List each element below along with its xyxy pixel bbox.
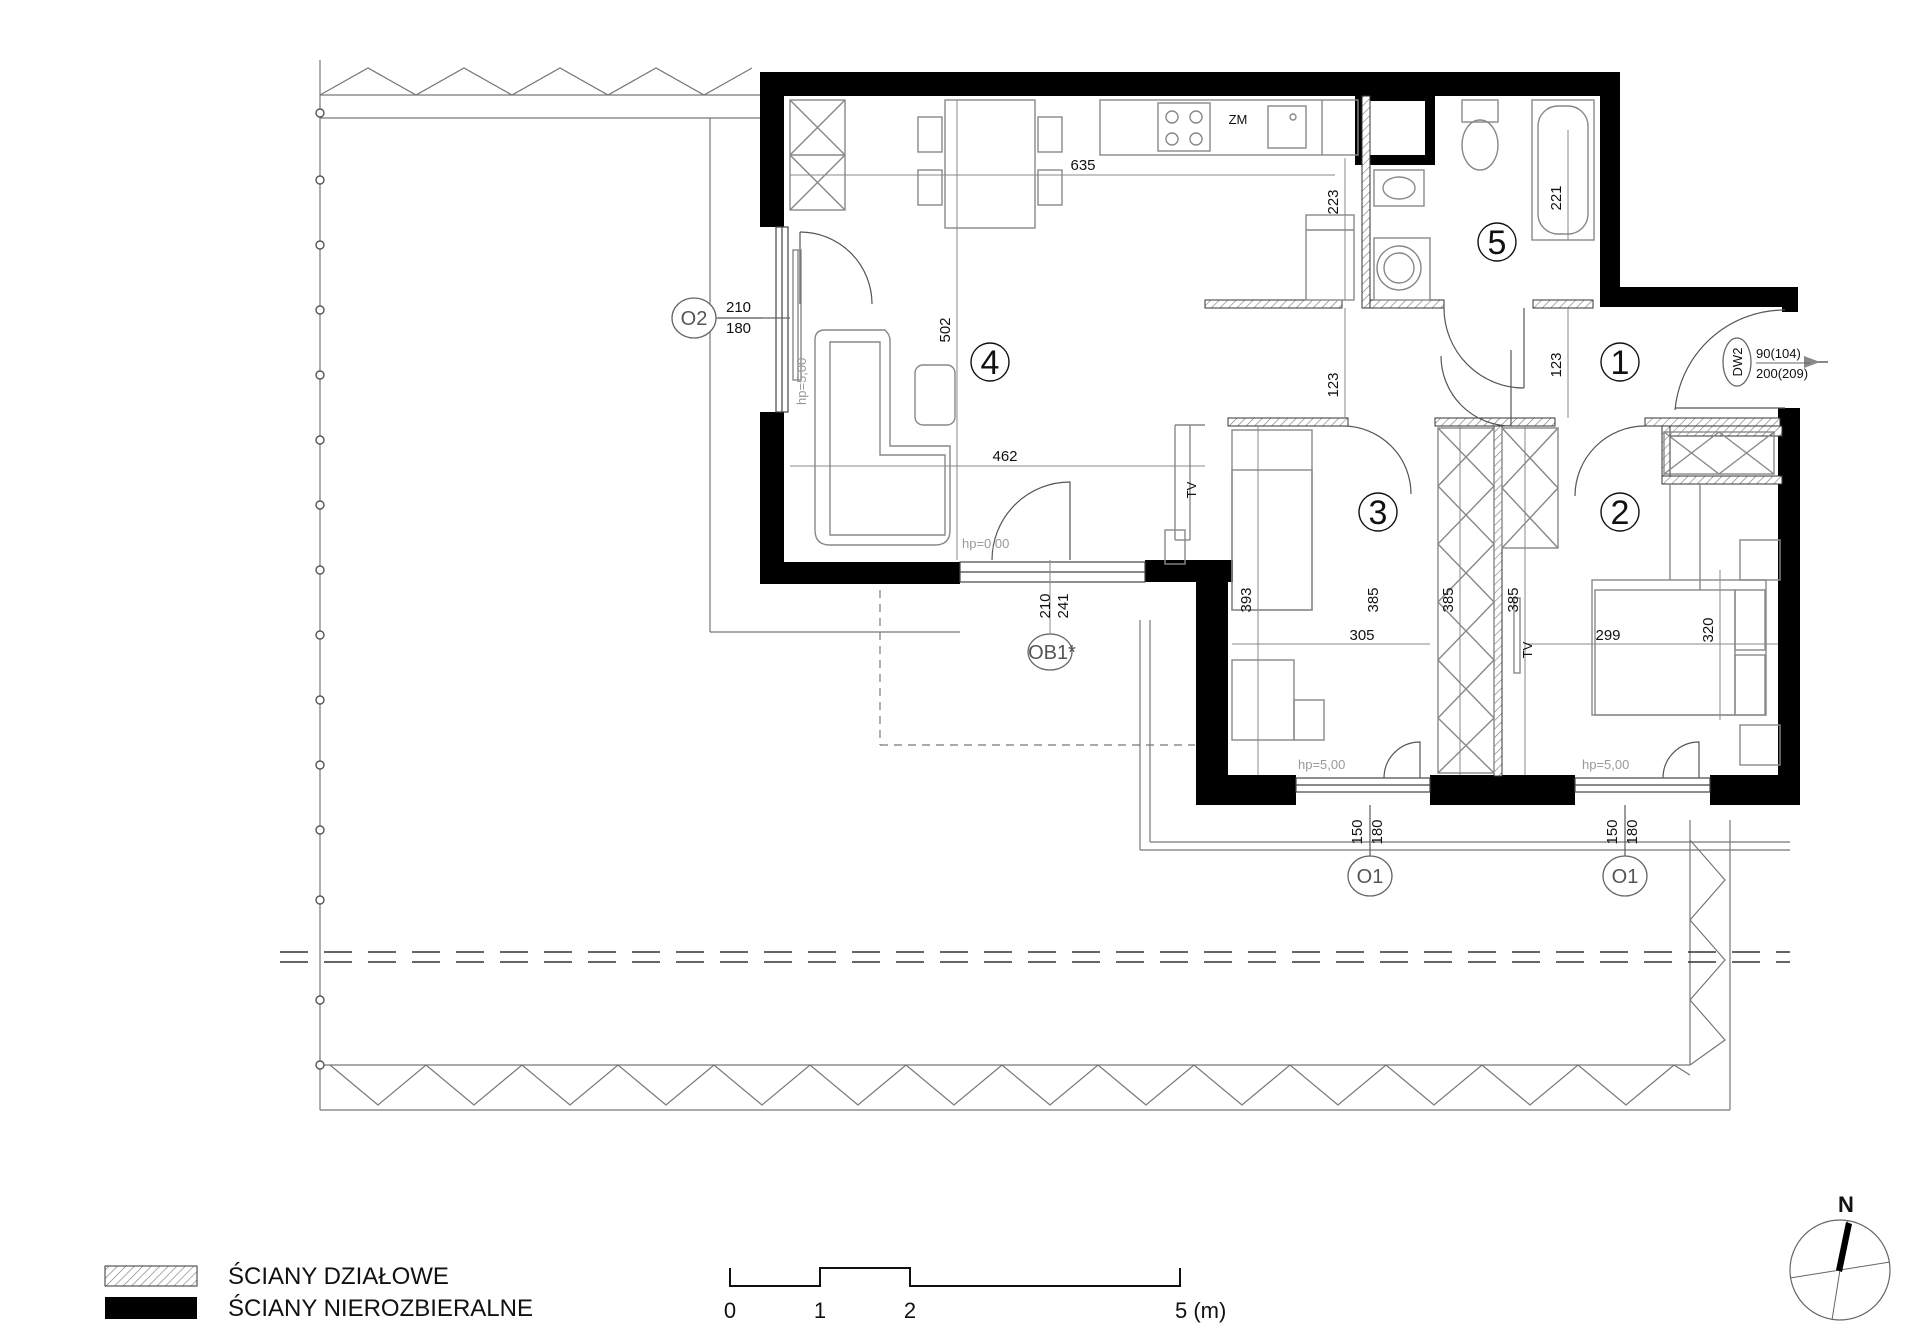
railing-posts: [315, 108, 325, 1070]
dim-bath-depth: 221: [1548, 185, 1565, 210]
room-number-5: 5: [1488, 224, 1507, 262]
wardrobe: [1437, 427, 1559, 774]
opening-dw2-top: 90(104): [1756, 346, 1801, 361]
dim-living-width-top: 635: [1070, 157, 1095, 174]
label-washing-machine-zm: ZM: [1229, 112, 1248, 127]
room-number-2: 2: [1611, 494, 1630, 532]
opening-o1-left-top: 150: [1349, 819, 1366, 844]
opening-o1-right-top: 150: [1604, 819, 1621, 844]
level-note-room3: hp=5,00: [1298, 757, 1345, 772]
level-note-window-left: hp=5,00: [794, 358, 809, 405]
dim-room3-width: 305: [1349, 627, 1374, 644]
opening-tag-o2: O2: [681, 308, 708, 330]
room2-furniture: [1591, 484, 1781, 766]
north-label: N: [1838, 1192, 1854, 1217]
opening-tag-o1-left: O1: [1357, 866, 1384, 888]
room-number-1: 1: [1611, 344, 1630, 382]
dim-closet-height: 385: [1440, 587, 1457, 612]
dim-room3-height-b: 385: [1365, 587, 1382, 612]
opening-tag-ob1: OB1*: [1028, 642, 1076, 664]
partition-walls: [1204, 95, 1783, 777]
bathroom-fixtures: [1373, 99, 1595, 301]
dim-living-height: 502: [937, 317, 954, 342]
legend-load-bearing-walls: ŚCIANY NIEROZBIERALNE: [228, 1294, 533, 1322]
room-number-4: 4: [981, 344, 1000, 382]
dim-room2-height: 385: [1505, 587, 1522, 612]
opening-tag-o1-right: O1: [1612, 866, 1639, 888]
scale-label-5m: 5 (m): [1175, 1298, 1226, 1323]
opening-ob1-bottom: 241: [1055, 593, 1072, 618]
dim-hall-left: 123: [1325, 372, 1342, 397]
opening-callouts: [671, 297, 1828, 897]
opening-dw2-bottom: 200(209): [1756, 366, 1808, 381]
legend-swatch-partition: [104, 1265, 198, 1287]
opening-o2-top: 210: [726, 299, 751, 316]
level-note-room2: hp=5,00: [1582, 757, 1629, 772]
dim-hall-right: 123: [1548, 352, 1565, 377]
dim-room3-height-a: 393: [1238, 587, 1255, 612]
room-circles: [970, 222, 1640, 532]
opening-ob1-top: 210: [1037, 593, 1054, 618]
dimension-lines: [790, 100, 1778, 775]
room3-furniture: [1231, 429, 1325, 741]
legend-swatch-load-bearing: [105, 1297, 197, 1319]
scale-bar: [729, 1267, 1181, 1287]
opening-tag-dw2: DW2: [1730, 348, 1745, 377]
entry-cabinet: [1663, 431, 1775, 475]
scale-label-2: 2: [904, 1298, 916, 1323]
dim-kitchen-depth: 223: [1325, 189, 1342, 214]
north-arrow-icon: [1789, 1219, 1891, 1321]
terrace-outline: [280, 60, 1790, 1111]
scale-label-1: 1: [814, 1298, 826, 1323]
label-tv-living: TV: [1184, 481, 1199, 498]
opening-o1-left-bottom: 180: [1369, 819, 1386, 844]
living-furniture: [792, 249, 1205, 565]
dim-living-width-bottom: 462: [992, 448, 1017, 465]
room-number-3: 3: [1369, 494, 1388, 532]
dim-bed-height: 320: [1700, 617, 1717, 642]
load-bearing-walls: [760, 72, 1800, 805]
opening-o1-right-bottom: 180: [1624, 819, 1641, 844]
legend-partition-walls: ŚCIANY DZIAŁOWE: [228, 1262, 449, 1290]
windows: [775, 226, 1711, 793]
level-note-living: hp=0,00: [962, 536, 1009, 551]
scale-label-0: 0: [724, 1298, 736, 1323]
label-tv-room2: TV: [1520, 641, 1535, 658]
doors: [799, 231, 1786, 779]
kitchen-furniture: [789, 99, 1359, 301]
opening-o2-bottom: 180: [726, 320, 751, 337]
dim-room2-width: 299: [1595, 627, 1620, 644]
